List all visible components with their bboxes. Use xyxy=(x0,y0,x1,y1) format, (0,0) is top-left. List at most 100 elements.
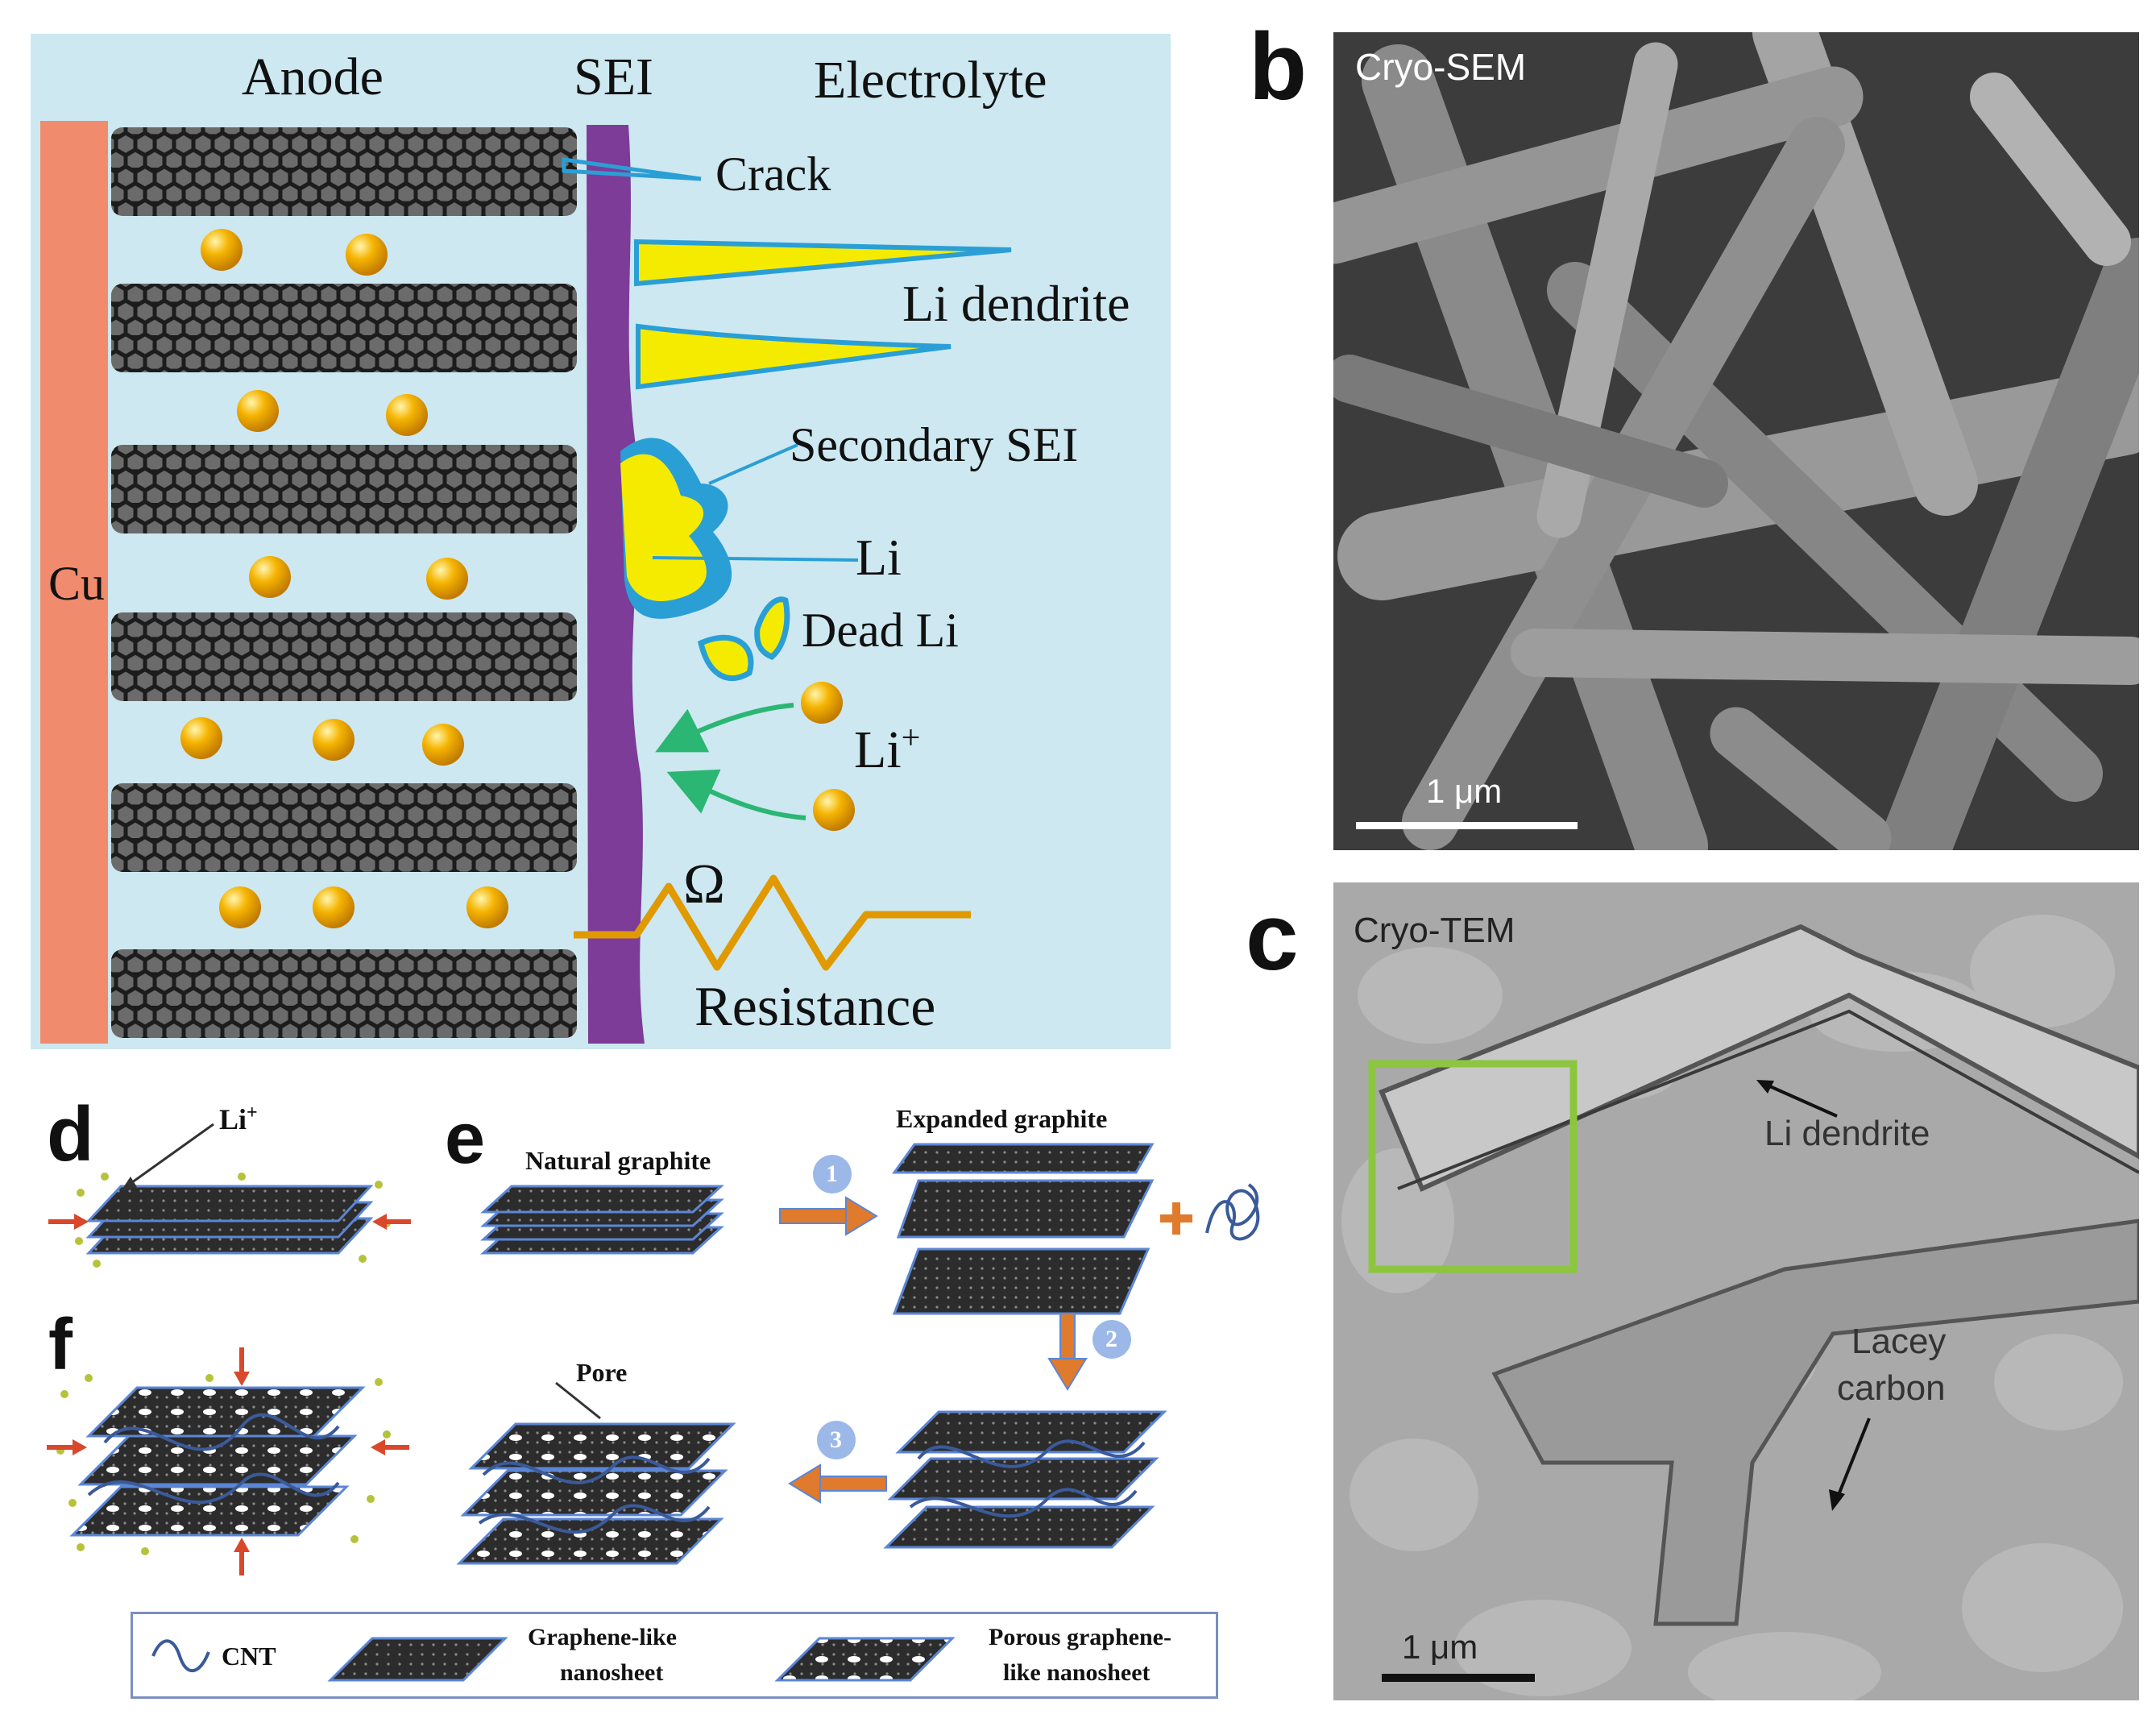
panel-letter-c: c xyxy=(1246,884,1299,990)
step-1-number: 1 xyxy=(826,1160,838,1187)
step-2-circle xyxy=(1093,1320,1131,1359)
graphite-layer xyxy=(111,284,577,372)
cnt-legend-icon xyxy=(151,1639,210,1673)
cryo-tem-scale-label: 1 μm xyxy=(1402,1628,1478,1666)
li-ion-arrow xyxy=(666,769,806,820)
legend-box: CNT Graphene-like nanosheet Porous graph… xyxy=(131,1612,1218,1699)
step-2-number: 2 xyxy=(1105,1326,1117,1352)
lacey-carbon-arrow xyxy=(1829,1418,1871,1511)
li-ball xyxy=(249,556,291,598)
graphite-sheet xyxy=(85,1185,374,1222)
panel-b: b Cryo-SEM 1 μm xyxy=(1200,0,2156,870)
tem-li-dendrite-arrow xyxy=(1756,1080,1838,1118)
panel-c: c Cryo-TEM Li dendrite Lacey carbon xyxy=(1200,878,2156,1731)
li-dendrite-lower xyxy=(636,323,952,390)
step-3-circle xyxy=(817,1421,856,1459)
sei-layer xyxy=(587,125,645,1044)
li-ball xyxy=(313,886,354,928)
panel-d-diagram xyxy=(48,1123,411,1268)
cu-label: Cu xyxy=(48,557,106,610)
cryo-sem-image xyxy=(1333,32,2139,850)
li-ball xyxy=(422,724,464,766)
omega-label: Ω xyxy=(683,853,726,915)
li-dendrite-label: Li dendrite xyxy=(902,275,1130,332)
crack xyxy=(562,157,702,181)
expanded-graphite xyxy=(892,1143,1155,1315)
li-ball xyxy=(426,558,468,600)
graphite-layer xyxy=(111,127,577,216)
cnt-legend-label: CNT xyxy=(222,1642,276,1671)
secondary-sei-leader xyxy=(708,443,798,485)
panel-e-diagram xyxy=(456,1143,1260,1565)
secondary-sei-label: Secondary SEI xyxy=(790,418,1079,471)
panel-d-li-sup: + xyxy=(247,1102,258,1123)
step-3-arrow xyxy=(788,1421,887,1504)
graphite-layer xyxy=(111,445,577,533)
panel-letter-e: e xyxy=(445,1098,486,1179)
li-deposit xyxy=(620,454,707,601)
li-ball xyxy=(180,717,222,759)
panel-a: a xyxy=(0,0,1192,1064)
panel-a-diagram xyxy=(31,34,1171,1049)
pore-label: Pore xyxy=(576,1358,628,1387)
porous-legend-line-2: like nanosheet xyxy=(1003,1659,1151,1686)
panel-letter-f: f xyxy=(48,1305,73,1385)
sei-header: SEI xyxy=(574,48,653,106)
li-ball xyxy=(386,394,428,436)
resistance-label: Resistance xyxy=(694,976,936,1038)
step-1-circle xyxy=(813,1155,852,1193)
li-ion-sup: + xyxy=(901,720,921,757)
li-ion-ball xyxy=(813,789,855,831)
cryo-sem-scale-label: 1 μm xyxy=(1426,772,1503,810)
natural-graphite-stack xyxy=(480,1185,724,1255)
lacey-carbon-label-2: carbon xyxy=(1837,1368,1946,1408)
copper-collector xyxy=(40,121,108,1044)
plus-sign xyxy=(1160,1202,1192,1235)
dead-li-piece xyxy=(754,596,790,661)
li-ball xyxy=(313,719,354,761)
step-1-arrow xyxy=(779,1155,878,1236)
anode-header: Anode xyxy=(242,48,384,106)
porous-sheets xyxy=(456,1422,736,1565)
porous-legend-icon xyxy=(774,1637,956,1682)
panel-d: d Li+ xyxy=(0,1080,451,1289)
dead-li-piece xyxy=(697,634,754,682)
li-ion-text: Li xyxy=(854,720,902,779)
lacey-carbon-label-1: Lacey xyxy=(1851,1322,1947,1361)
graphene-legend-icon xyxy=(327,1637,508,1682)
electrolyte-header: Electrolyte xyxy=(814,51,1047,110)
li-ball xyxy=(219,886,261,928)
panel-f-diagram xyxy=(47,1347,409,1575)
graphene-legend-line-1: Graphene-like xyxy=(528,1624,677,1650)
panel-d-li-text: Li xyxy=(219,1103,247,1135)
li-ion-ball xyxy=(801,682,843,724)
cryo-tem-image xyxy=(1333,882,2139,1700)
cryo-sem-title: Cryo-SEM xyxy=(1355,46,1527,88)
step-2-arrow xyxy=(1047,1313,1131,1391)
panel-f: f xyxy=(0,1306,451,1596)
graphite-layer xyxy=(111,612,577,701)
li-ion-arrow xyxy=(655,703,794,753)
tem-li-dendrite-label: Li dendrite xyxy=(1764,1114,1930,1153)
panel-letter-b: b xyxy=(1249,14,1308,120)
cryo-tem-title: Cryo-TEM xyxy=(1354,911,1515,950)
li-dendrite-upper xyxy=(634,239,1012,287)
li-ion-label: Li+ xyxy=(854,719,920,781)
li-ball xyxy=(346,234,388,276)
crack-label: Crack xyxy=(715,147,831,201)
panel-d-li-label: Li+ xyxy=(219,1102,258,1136)
graphene-legend-line-2: nanosheet xyxy=(560,1659,664,1686)
panel-e: e xyxy=(435,1080,1289,1579)
li-ball xyxy=(237,390,279,432)
cnt-bundle xyxy=(1205,1183,1260,1241)
porous-legend-line-1: Porous graphene- xyxy=(989,1624,1171,1650)
step-3-number: 3 xyxy=(830,1426,842,1453)
li-ball xyxy=(201,229,243,271)
sheets-with-cnt xyxy=(883,1410,1167,1549)
graphite-layer xyxy=(111,783,577,872)
li-label: Li xyxy=(856,529,902,586)
natural-graphite-label: Natural graphite xyxy=(525,1146,711,1175)
panel-letter-d: d xyxy=(47,1091,94,1177)
graphite-layers xyxy=(111,127,577,1038)
dead-li-label: Dead Li xyxy=(802,604,959,657)
